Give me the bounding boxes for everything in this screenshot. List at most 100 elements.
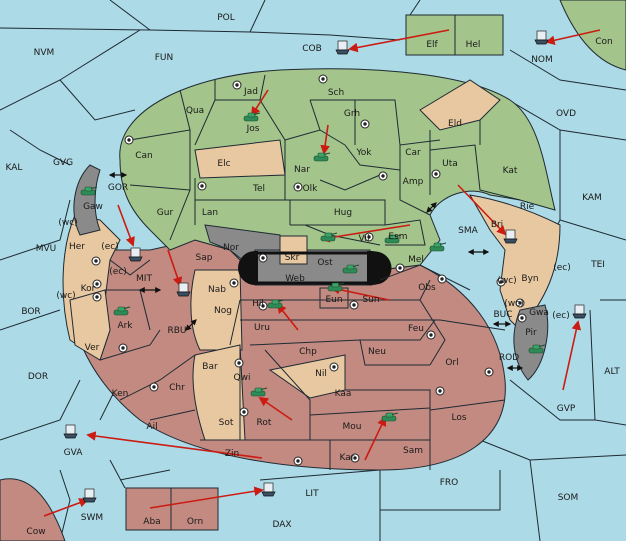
province-label: Sot: [219, 418, 234, 428]
sea-label: FRO: [440, 478, 459, 488]
sea-label: DAX: [272, 520, 291, 530]
sea-label: BOR: [21, 307, 40, 317]
island-aba-orn[interactable]: [125, 487, 219, 531]
sea-label: NOM: [531, 55, 553, 65]
sea-label: TEI: [590, 260, 605, 270]
sea-label: MVU: [36, 244, 57, 254]
supply-center-icon: [496, 277, 506, 287]
supply-center-icon: [118, 343, 128, 353]
province-label: Kor: [81, 284, 96, 294]
land-south-red[interactable]: [67, 239, 506, 471]
province-label: Olk: [303, 184, 319, 194]
province-label: Hil: [252, 299, 264, 309]
province-label: Kar: [340, 453, 355, 463]
supply-center-icon: [360, 119, 370, 129]
province-label: Kat: [503, 166, 518, 176]
move-arrow: [43, 498, 89, 517]
province-pir[interactable]: [513, 304, 549, 381]
coast-label: (ec): [552, 311, 570, 321]
ship-icon: [534, 30, 549, 45]
province-label: Grh: [344, 109, 360, 119]
supply-center-icon: [349, 300, 359, 310]
coast-label: (ec): [101, 242, 119, 252]
move-arrow: [276, 303, 299, 331]
province-label: Uru: [254, 323, 270, 333]
move-orders: [43, 29, 601, 517]
province-label: Byn: [521, 274, 538, 284]
supply-center-icon: [293, 456, 303, 466]
province-label: Feu: [408, 324, 424, 334]
move-arrow: [320, 224, 411, 243]
supply-center-icon: [435, 386, 445, 396]
province-label: Car: [405, 148, 421, 158]
coast-labels: (wc) (ec) (ec) (wc) (wc) (ec) (wc) (ec): [56, 218, 570, 321]
province-label: Bar: [202, 362, 218, 372]
supply-center-icon: [91, 256, 101, 266]
province-label: Ver: [85, 343, 100, 353]
sea-label: GOR: [108, 183, 128, 193]
province-label: Nar: [294, 165, 310, 175]
province-label: Eld: [448, 119, 462, 129]
province-skr[interactable]: [279, 235, 308, 265]
supply-center-icon: [293, 182, 303, 192]
province-label: Ost: [317, 258, 333, 268]
province-label: Uta: [442, 159, 458, 169]
move-arrow: [258, 396, 293, 421]
province-label: Orl: [445, 358, 458, 368]
supply-center-icon: [329, 362, 339, 372]
province-label: Elf: [426, 40, 438, 50]
supply-center-icon: [515, 298, 525, 308]
move-arrow: [320, 124, 330, 155]
province-label: Yok: [355, 148, 372, 158]
province-label: Jos: [246, 124, 260, 134]
sea-label: SWM: [81, 513, 103, 523]
province-ver-area[interactable]: [69, 289, 111, 361]
supply-center-icon: [378, 171, 388, 181]
supply-center-icon: [124, 135, 134, 145]
sea-label: FUN: [155, 53, 174, 63]
province-label: Neu: [368, 347, 386, 357]
sea-label: BUC: [493, 310, 512, 320]
sea-label: NVM: [34, 48, 55, 58]
province-label: Vil: [359, 234, 370, 244]
province-label: Jad: [243, 87, 258, 97]
move-arrow: [457, 184, 507, 236]
province-label: Rot: [257, 418, 272, 428]
sea-label: GVP: [557, 404, 576, 414]
sea-label: DOR: [28, 372, 48, 382]
province-label: Ark: [117, 321, 133, 331]
province-label: Esm: [388, 232, 407, 242]
supply-center-icon: [92, 292, 102, 302]
sea-label: GVG: [53, 158, 73, 168]
province-label: Gur: [157, 208, 174, 218]
province-label: Nil: [315, 369, 327, 379]
supply-center-icon: [318, 74, 328, 84]
channel-left-cap: [238, 251, 258, 285]
province-label: Skr: [285, 253, 300, 263]
province-label: Gaw: [83, 202, 103, 212]
province-label: Hug: [334, 208, 352, 218]
province-label: Elc: [217, 159, 230, 169]
sea-label: LIT: [305, 489, 319, 499]
province-eld-area[interactable]: [419, 79, 501, 131]
province-label: Kaa: [335, 389, 352, 399]
supply-center-icon: [258, 253, 268, 263]
sea-labels: POL NVM FUN COB NOM OVD KAL GVG KAM TEI …: [6, 13, 621, 530]
province-gaw[interactable]: [73, 164, 101, 236]
supply-center-icon: [364, 232, 374, 242]
province-label: Chp: [299, 347, 317, 357]
move-arrow: [250, 89, 269, 117]
ship-icon: [128, 247, 143, 262]
province-web-area[interactable]: [254, 249, 373, 286]
province-label: Rie: [520, 202, 535, 212]
province-label: Ail: [146, 422, 157, 432]
green-borders: [129, 74, 521, 246]
supply-center-icon: [437, 274, 447, 284]
coast-label: (wc): [497, 276, 516, 286]
province-label: Obs: [418, 283, 436, 293]
coast-label: (ec): [553, 263, 571, 273]
province-label: Tel: [252, 184, 265, 194]
supply-center-icon: [431, 169, 441, 179]
